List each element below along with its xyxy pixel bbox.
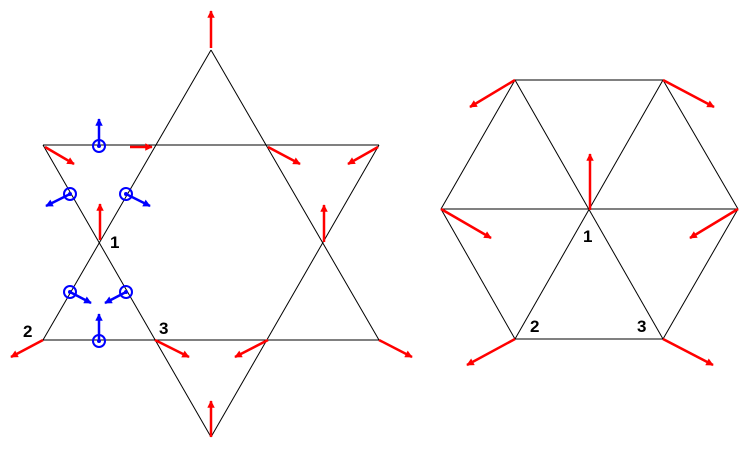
star-red-arrow-2 [44,145,75,166]
hex-red-arrow-5 [689,207,739,240]
hex-red-arrow-1 [469,78,516,109]
star-blue-dot-1 [97,144,101,148]
hex-edge-6 [440,79,516,210]
star-blue-arrow-3 [125,192,151,208]
star-site-label-3: 3 [159,319,168,338]
hex-red-arrow-2 [662,78,715,109]
star-edge-3 [210,49,380,341]
hex-red-arrow-7 [662,337,714,367]
star-blue-dot-4 [68,290,72,294]
star-red-arrow-11 [378,338,413,359]
hex-red-arrow-6 [466,337,516,367]
hexagon-diagram: 1 2 3 [440,78,739,367]
star-blue-arrows [45,118,151,341]
star-blue-arrow-4 [69,290,92,305]
star-triangle-edges [42,49,380,438]
star-blue-arrow-2 [45,192,71,208]
star-red-arrows [10,10,413,437]
star-red-arrow-8 [10,338,44,359]
star-edge-5 [210,144,380,438]
star-out-of-plane-markers [63,139,133,348]
hex-edge-2 [662,79,739,210]
star-site-label-2: 2 [23,322,32,341]
star-blue-dot-6 [97,339,101,343]
hex-edge-3 [662,208,739,340]
star-blue-ring-1 [92,139,106,153]
hex-site-label-3: 3 [637,317,646,336]
star-site-label-1: 1 [110,233,119,252]
star-of-david-diagram: 1 2 3 [10,10,413,438]
star-blue-ring-3 [119,187,133,201]
star-red-arrow-5 [347,145,379,166]
star-red-arrow-9 [154,338,190,359]
star-blue-ring-6 [92,334,106,348]
star-blue-dot-3 [124,192,128,196]
star-blue-dot-5 [124,290,128,294]
hex-site-label-2: 2 [530,317,539,336]
star-red-arrow-4 [267,145,301,166]
star-red-arrow-10 [234,338,269,359]
hex-site-label-1: 1 [583,227,592,246]
star-blue-ring-4 [63,285,77,299]
hex-red-arrow-4 [440,207,492,240]
star-blue-arrow-5 [104,290,127,305]
hex-edge-5 [440,208,516,340]
star-blue-ring-2 [63,187,77,201]
hexagon-red-arrows [440,78,739,367]
star-blue-ring-5 [119,285,133,299]
star-blue-dot-2 [68,192,72,196]
